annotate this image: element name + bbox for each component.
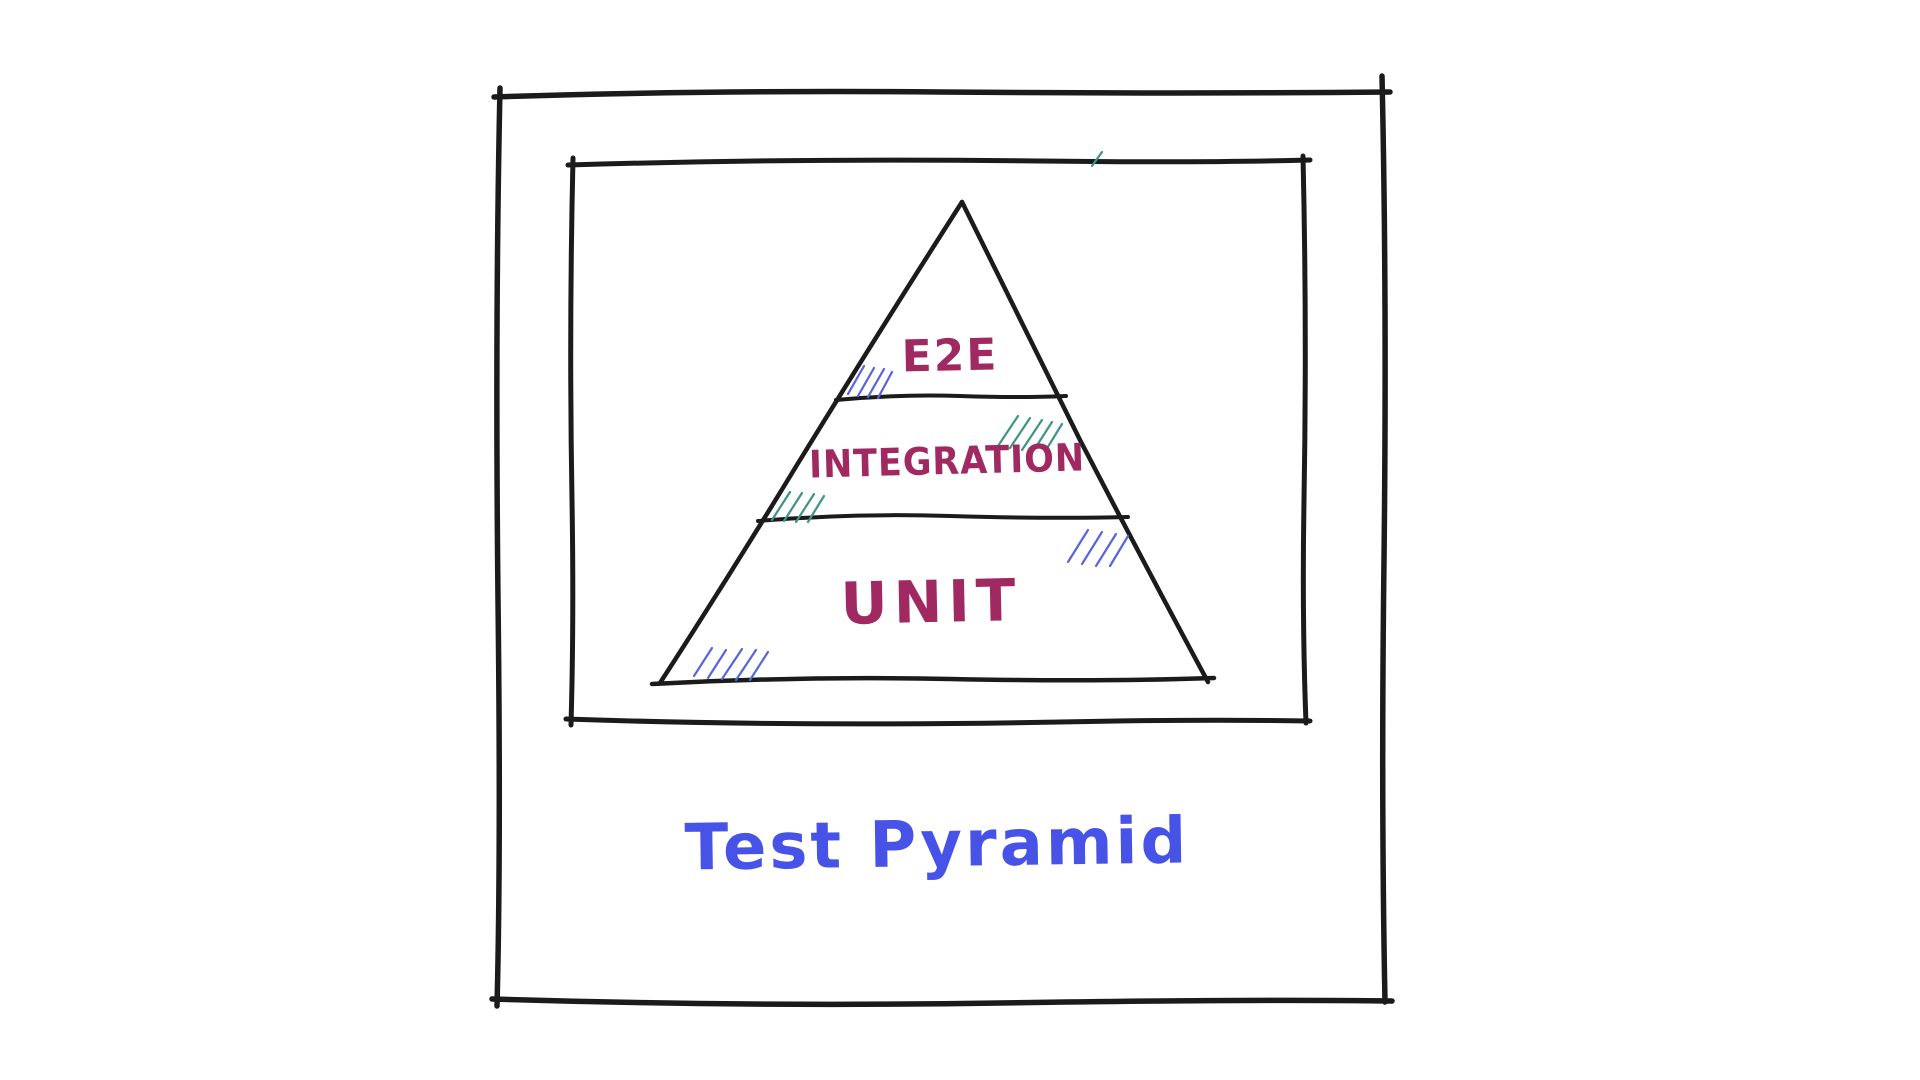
outer-frame-left	[494, 85, 503, 1009]
hatch-mark-integration-right	[996, 414, 1064, 452]
inner-frame-top	[565, 157, 1313, 168]
pyramid-base	[649, 675, 1217, 687]
inner-frame-bottom	[563, 716, 1313, 727]
inner-frame-left	[568, 155, 576, 728]
hatch-mark-unit-bottom-left	[692, 646, 770, 682]
inner-frame-right	[1300, 153, 1309, 726]
pyramid-right-side	[959, 199, 1211, 685]
hatch-mark-integration-left	[770, 490, 826, 524]
pyramid-left-side	[657, 199, 965, 686]
inner-frame	[563, 153, 1313, 728]
outer-frame	[489, 73, 1395, 1009]
layer-divider-integration-unit	[756, 513, 1130, 523]
layer-label-integration: INTEGRATION	[808, 435, 1086, 487]
layer-label-e2e: E2E	[901, 329, 999, 383]
hatch-mark-unit-right	[1066, 528, 1130, 568]
outer-frame-bottom	[489, 996, 1395, 1008]
pen-slip-tick	[1090, 150, 1104, 168]
outer-frame-right	[1379, 73, 1388, 1005]
pyramid-outline	[649, 199, 1217, 687]
layer-divider-e2e-integration	[834, 393, 1068, 402]
diagram-caption: Test Pyramid	[684, 804, 1190, 886]
hatch-mark-e2e-left	[846, 364, 894, 400]
layer-label-unit: UNIT	[839, 566, 1023, 638]
outer-frame-top	[491, 88, 1393, 100]
